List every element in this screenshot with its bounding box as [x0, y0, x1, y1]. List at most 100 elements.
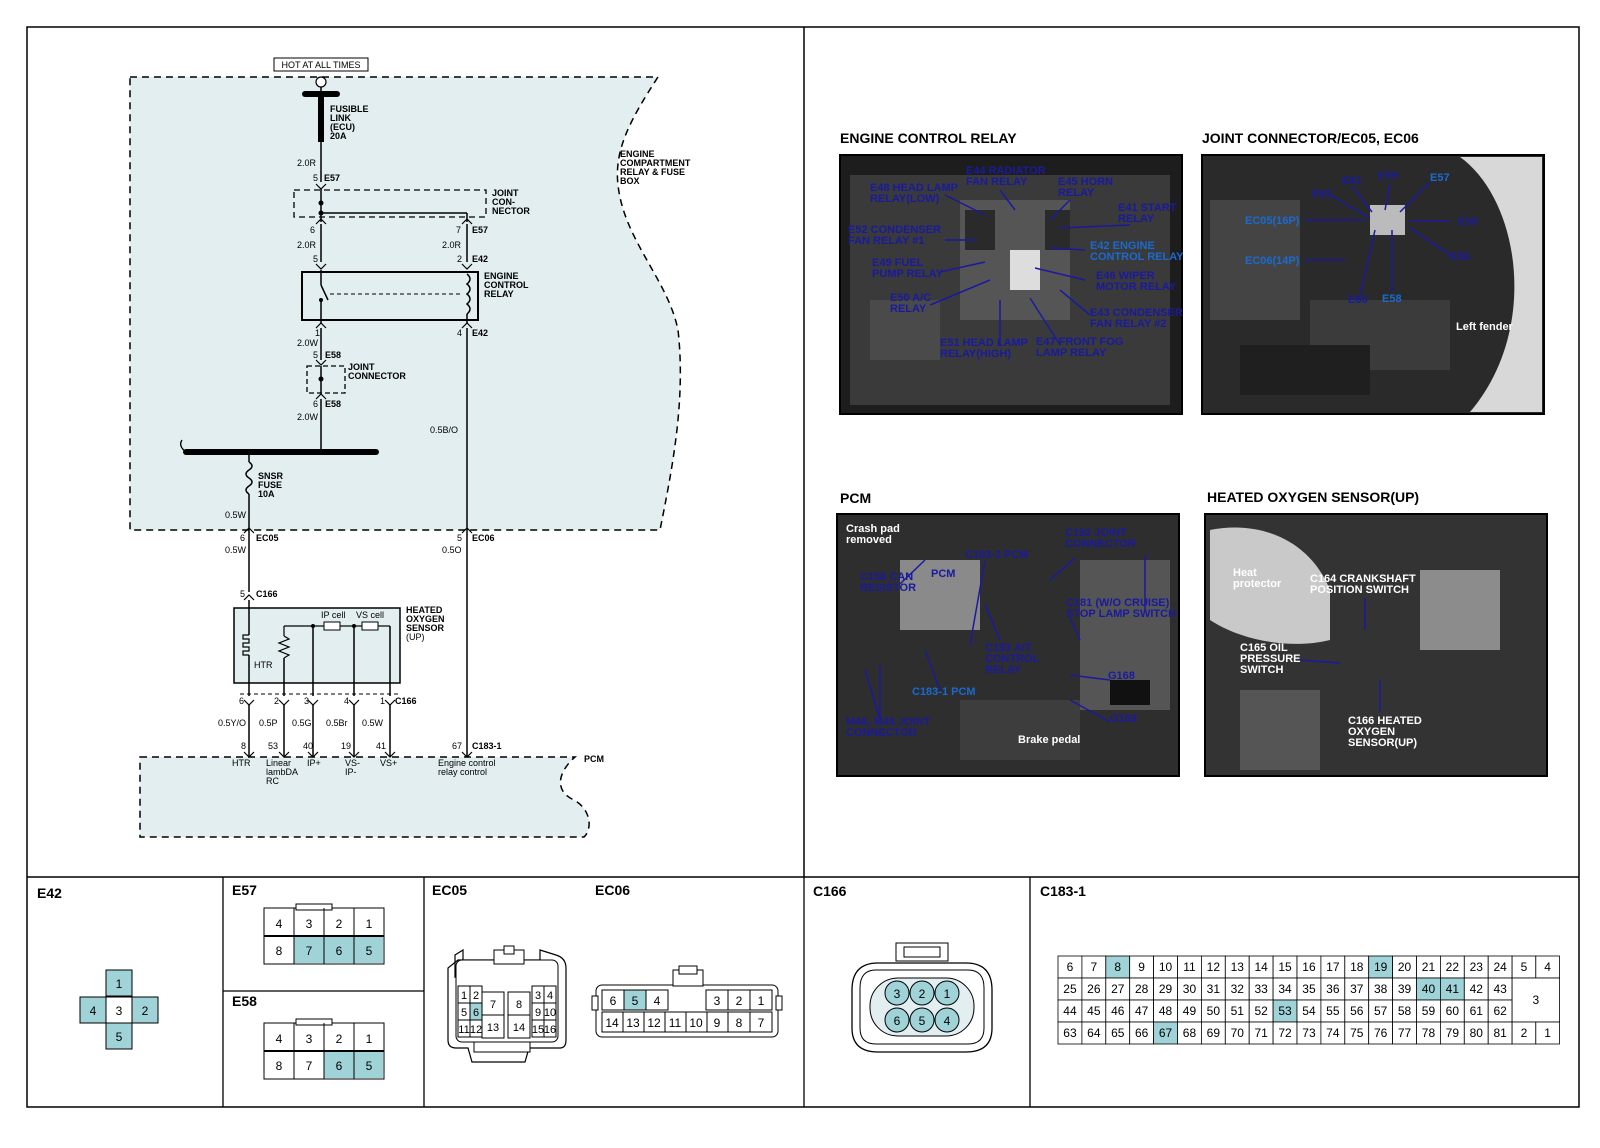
pin-label: 48	[1159, 1004, 1173, 1018]
svg-text:Left fender: Left fender	[1456, 321, 1514, 333]
svg-text:9: 9	[535, 1007, 541, 1019]
svg-text:3: 3	[894, 987, 901, 1001]
svg-text:13: 13	[487, 1022, 499, 1034]
pin-label: 32	[1231, 982, 1245, 996]
pin-label: 39	[1398, 982, 1412, 996]
svg-text:4: 4	[944, 1014, 951, 1028]
svg-text:G169: G169	[1110, 713, 1137, 725]
svg-text:1: 1	[116, 977, 123, 991]
svg-text:2: 2	[736, 994, 743, 1008]
svg-text:5: 5	[366, 944, 373, 958]
pin-label: 42	[1470, 982, 1484, 996]
engine-control-relay-box	[301, 271, 479, 321]
wire-label: 0.5W	[362, 718, 384, 728]
joint-connector-2-label: JOINT CONNECTOR	[348, 362, 406, 381]
pin-label: 69	[1207, 1026, 1221, 1040]
wire-label: 2.0R	[297, 158, 317, 168]
hot-label: HOT AT ALL TIMES	[281, 60, 360, 70]
svg-text:5: 5	[366, 1059, 373, 1073]
pin-label: 14	[1254, 960, 1268, 974]
photo-callouts: E61 E59 E57 E62 EC05(16P) E55 EC06(14P) …	[1245, 170, 1514, 333]
pin-label: 3	[1532, 993, 1539, 1007]
pin-label: 40	[1422, 982, 1436, 996]
svg-text:2: 2	[473, 990, 479, 1002]
heater-element	[242, 634, 250, 656]
pin-label: 22	[1446, 960, 1460, 974]
wire-label: 0.5B/O	[430, 425, 458, 435]
pin-label: 23	[1470, 960, 1484, 974]
svg-text:3: 3	[306, 1032, 313, 1046]
connector-id: E42	[472, 328, 488, 338]
fusible-link-label: FUSIBLE LINK (ECU) 20A	[330, 104, 371, 141]
svg-text:7: 7	[758, 1016, 765, 1030]
pin-label: 29	[1159, 982, 1173, 996]
connector-cell	[1535, 1021, 1560, 1045]
svg-text:E56: E56	[1450, 251, 1470, 263]
svg-text:6: 6	[336, 1059, 343, 1073]
pin-label: 35	[1302, 982, 1316, 996]
pin-label: 54	[1302, 1004, 1316, 1018]
svg-text:4: 4	[276, 1032, 283, 1046]
pin-number: 4	[344, 696, 349, 706]
pin-label: 27	[1111, 982, 1125, 996]
connector-c166: 3 2 1 6 5 4	[851, 942, 993, 1053]
pin-label: 67	[1159, 1026, 1173, 1040]
connector-id: C166	[256, 589, 278, 599]
pin-label: 8	[1114, 960, 1121, 974]
vs-cell-label: VS cell	[356, 610, 384, 620]
pin-number: 1	[380, 696, 385, 706]
pin-label: 49	[1183, 1004, 1197, 1018]
pin-label: 36	[1326, 982, 1340, 996]
wire-label: 2.0R	[297, 240, 317, 250]
svg-text:6: 6	[894, 1014, 901, 1028]
svg-text:E57: E57	[1430, 172, 1450, 184]
pin-label: 30	[1183, 982, 1197, 996]
pin-label: 12	[1207, 960, 1221, 974]
svg-text:3: 3	[535, 990, 541, 1002]
pin-label: 19	[1374, 960, 1388, 974]
svg-text:12: 12	[647, 1016, 661, 1030]
pcm-pin-label: VS+	[380, 758, 397, 768]
svg-text:4: 4	[547, 990, 553, 1002]
pin-label: 21	[1422, 960, 1436, 974]
ip-cell-label: IP cell	[321, 610, 345, 620]
pin-label: 26	[1087, 982, 1101, 996]
pin-number: 7	[456, 225, 461, 235]
pin-label: 20	[1398, 960, 1412, 974]
svg-text:3: 3	[116, 1004, 123, 1018]
svg-text:2: 2	[142, 1004, 149, 1018]
pin-label: 75	[1350, 1026, 1364, 1040]
power-source	[315, 76, 327, 88]
hot-label-box	[273, 57, 369, 72]
connector-title: C166	[813, 883, 847, 899]
svg-text:11: 11	[669, 1016, 682, 1030]
pin-label: 70	[1231, 1026, 1245, 1040]
heated-oxygen-sensor-label: HEATED OXYGEN SENSOR (UP)	[406, 605, 447, 642]
wire-label: 2.0R	[442, 240, 462, 250]
svg-text:5: 5	[461, 1007, 467, 1019]
pin-label: 64	[1087, 1026, 1101, 1040]
pin-label: 1	[1544, 1026, 1551, 1040]
svg-text:5: 5	[632, 994, 639, 1008]
pin-label: 10	[1159, 960, 1173, 974]
pin-label: 59	[1422, 1004, 1436, 1018]
pin-label: 43	[1493, 982, 1507, 996]
svg-text:4: 4	[90, 1004, 97, 1018]
connector-id: C183-1	[472, 741, 502, 751]
photo-title: ENGINE CONTROL RELAY	[840, 130, 1017, 146]
pin-label: 33	[1254, 982, 1268, 996]
photo-title: JOINT CONNECTOR/EC05, EC06	[1202, 130, 1419, 146]
pin-number: 2	[457, 254, 462, 264]
relay-fuse-box-outline	[129, 76, 682, 531]
pin-number: 2	[274, 696, 279, 706]
connector-title: EC06	[595, 882, 630, 898]
joint-connector-e57	[293, 189, 487, 218]
